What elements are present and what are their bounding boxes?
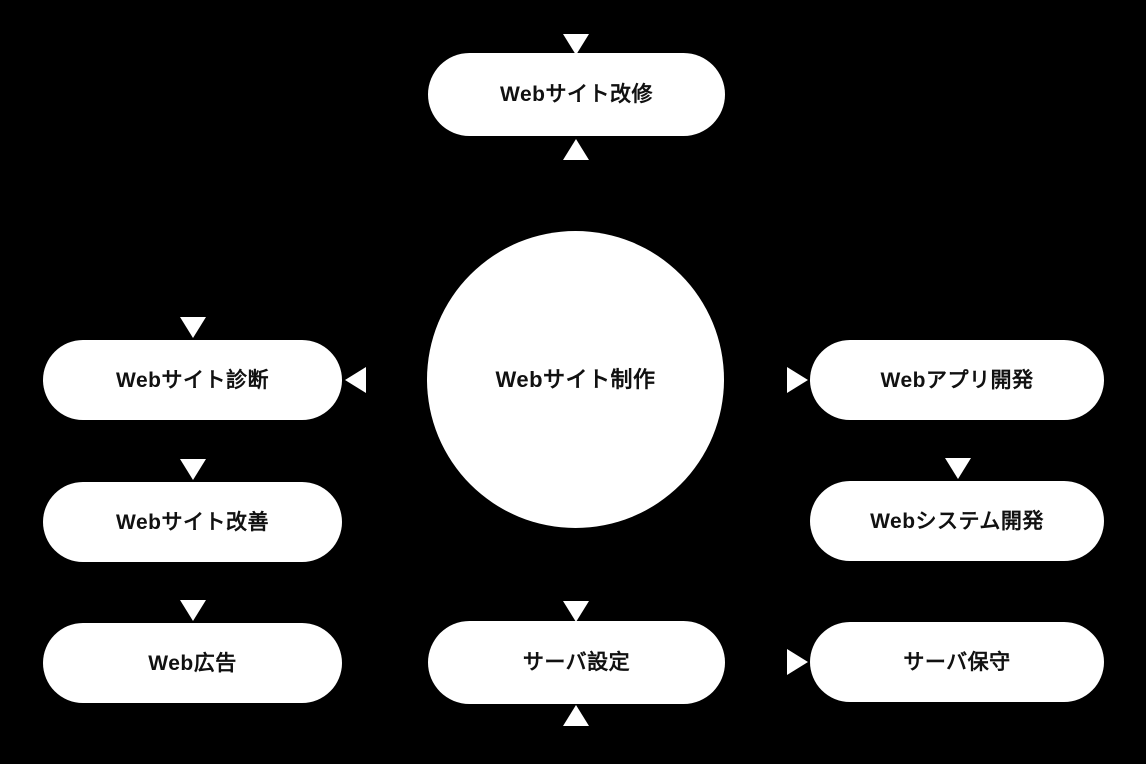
arrow-down-icon-left-3: [180, 600, 206, 621]
node-website-improvement[interactable]: Webサイト改善: [43, 482, 342, 562]
arrow-down-icon-bottom-in: [563, 601, 589, 622]
node-website-diagnosis[interactable]: Webサイト診断: [43, 340, 342, 420]
node-label: Webサイト診断: [116, 368, 269, 392]
hub-label: Webサイト制作: [495, 366, 656, 392]
node-label: サーバ保守: [903, 650, 1011, 674]
arrow-down-icon-left-2: [180, 459, 206, 480]
arrow-right-icon-hub-to-webapp: [787, 367, 808, 393]
node-label: Web広告: [148, 651, 237, 675]
node-label: Webアプリ開発: [880, 368, 1034, 392]
node-hub-website-production[interactable]: Webサイト制作: [427, 231, 724, 528]
node-label: サーバ設定: [522, 651, 631, 674]
arrow-left-icon-hub-to-diagnosis: [345, 367, 366, 393]
arrow-right-icon-server-maintenance: [787, 649, 808, 675]
node-web-app-development[interactable]: Webアプリ開発: [810, 340, 1104, 420]
node-server-setup[interactable]: サーバ設定: [428, 621, 725, 704]
arrow-down-icon-left-1: [180, 317, 206, 338]
arrow-up-icon-top-out: [563, 139, 589, 160]
node-website-renovation[interactable]: Webサイト改修: [428, 53, 725, 136]
arrow-down-icon-top-in: [563, 34, 589, 55]
arrow-down-icon-right-2: [945, 458, 971, 479]
arrow-up-icon-bottom-out: [563, 705, 589, 726]
node-label: Webサイト改修: [500, 83, 653, 106]
node-web-system-development[interactable]: Webシステム開発: [810, 481, 1104, 561]
node-server-maintenance[interactable]: サーバ保守: [810, 622, 1104, 702]
node-label: Webシステム開発: [870, 509, 1044, 533]
node-label: Webサイト改善: [116, 510, 269, 534]
node-web-advertising[interactable]: Web広告: [43, 623, 342, 703]
